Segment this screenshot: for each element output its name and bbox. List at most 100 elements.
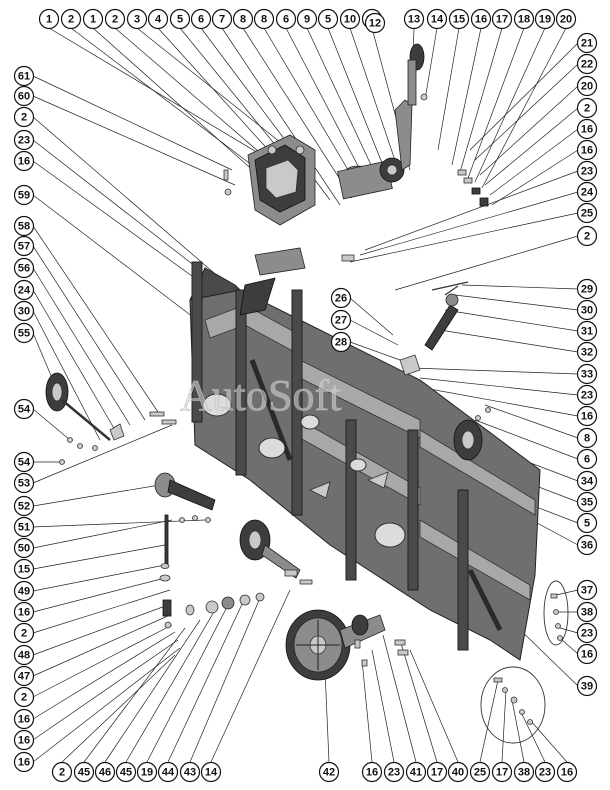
callout-circle <box>426 761 448 783</box>
callout-36: 36 <box>576 534 598 556</box>
callout-circle <box>317 8 339 30</box>
callout-25: 25 <box>576 202 598 224</box>
callout-16: 16 <box>576 643 598 665</box>
callout-34: 34 <box>576 470 598 492</box>
callout-number: 16 <box>366 767 378 779</box>
callout-number: 57 <box>18 241 30 253</box>
callout-38: 38 <box>576 601 598 623</box>
callout-23: 23 <box>576 384 598 406</box>
callout-23: 23 <box>534 761 556 783</box>
callout-number: 30 <box>18 306 30 318</box>
mounting-bracket <box>239 247 355 316</box>
callout-circle <box>104 8 126 30</box>
callout-circle <box>13 257 35 279</box>
callout-number: 2 <box>59 767 65 779</box>
callout-circle <box>190 8 212 30</box>
callout-5: 5 <box>169 8 191 30</box>
callout-circle <box>448 8 470 30</box>
callout-circle <box>51 761 73 783</box>
callout-number: 2 <box>21 112 27 124</box>
callout-number: 50 <box>18 543 30 555</box>
callout-number: 44 <box>162 767 175 779</box>
callout-number: 25 <box>581 208 593 220</box>
callout-number: 6 <box>584 454 590 466</box>
callout-circle <box>13 65 35 87</box>
callout-circle <box>576 405 598 427</box>
callout-circle <box>13 472 35 494</box>
callout-number: 4 <box>155 14 162 26</box>
callout-circle <box>556 761 578 783</box>
callout-number: 45 <box>78 767 90 779</box>
callout-61: 61 <box>13 65 35 87</box>
callout-number: 2 <box>21 692 27 704</box>
callout-number: 46 <box>99 767 111 779</box>
callout-number: 8 <box>240 14 246 26</box>
callout-number: 42 <box>323 767 335 779</box>
callout-45: 45 <box>73 761 95 783</box>
callout-27: 27 <box>330 309 352 331</box>
callout-number: 16 <box>581 124 593 136</box>
callout-circle <box>126 8 148 30</box>
callout-16: 16 <box>13 150 35 172</box>
hydraulic-cylinder <box>399 281 469 376</box>
callout-23: 23 <box>383 761 405 783</box>
callout-number: 19 <box>539 14 551 26</box>
callout-12: 12 <box>364 12 386 34</box>
callout-32: 32 <box>576 341 598 363</box>
callout-number: 17 <box>431 767 443 779</box>
callout-number: 14 <box>431 14 444 26</box>
drum-assembly <box>337 43 425 200</box>
callout-24: 24 <box>13 279 35 301</box>
callout-number: 5 <box>177 14 183 26</box>
callout-circle <box>576 278 598 300</box>
callout-circle <box>13 601 35 623</box>
callout-number: 16 <box>581 649 593 661</box>
callout-circle <box>426 8 448 30</box>
callout-circle <box>513 8 535 30</box>
callout-number: 30 <box>581 305 593 317</box>
callout-circle <box>576 427 598 449</box>
left-pulley <box>45 372 177 465</box>
callout-circle <box>211 8 233 30</box>
callout-6: 6 <box>576 448 598 470</box>
callout-2: 2 <box>576 225 598 247</box>
callout-number: 16 <box>18 156 30 168</box>
callout-number: 23 <box>539 767 551 779</box>
callout-circle <box>13 451 35 473</box>
callout-number: 21 <box>581 38 593 50</box>
callout-number: 56 <box>18 263 30 275</box>
callout-number: 17 <box>496 14 508 26</box>
callout-39: 39 <box>576 675 598 697</box>
callout-circle <box>82 8 104 30</box>
callout-3: 3 <box>126 8 148 30</box>
callout-8: 8 <box>232 8 254 30</box>
callout-31: 31 <box>576 320 598 342</box>
callout-circle <box>13 106 35 128</box>
callout-circle <box>157 761 179 783</box>
callout-circle <box>38 8 60 30</box>
callout-circle <box>576 299 598 321</box>
callout-circle <box>60 8 82 30</box>
callout-circle <box>469 761 491 783</box>
callout-2: 2 <box>104 8 126 30</box>
callout-number: 55 <box>18 328 30 340</box>
callout-circle <box>13 537 35 559</box>
callout-circle <box>318 761 340 783</box>
callout-circle <box>576 675 598 697</box>
callout-number: 24 <box>18 285 31 297</box>
callout-6: 6 <box>275 8 297 30</box>
callout-circle <box>576 160 598 182</box>
callout-23: 23 <box>13 129 35 151</box>
callout-circle <box>576 534 598 556</box>
callout-circle <box>576 643 598 665</box>
callout-circle <box>576 601 598 623</box>
callout-labels: 1212345678869510111213141516171819202122… <box>13 8 598 783</box>
callout-circle <box>330 331 352 353</box>
callout-circle <box>13 235 35 257</box>
callout-33: 33 <box>576 363 598 385</box>
callout-8: 8 <box>576 427 598 449</box>
callout-number: 31 <box>581 326 593 338</box>
callout-circle <box>576 579 598 601</box>
callout-60: 60 <box>13 85 35 107</box>
callout-circle <box>330 309 352 331</box>
